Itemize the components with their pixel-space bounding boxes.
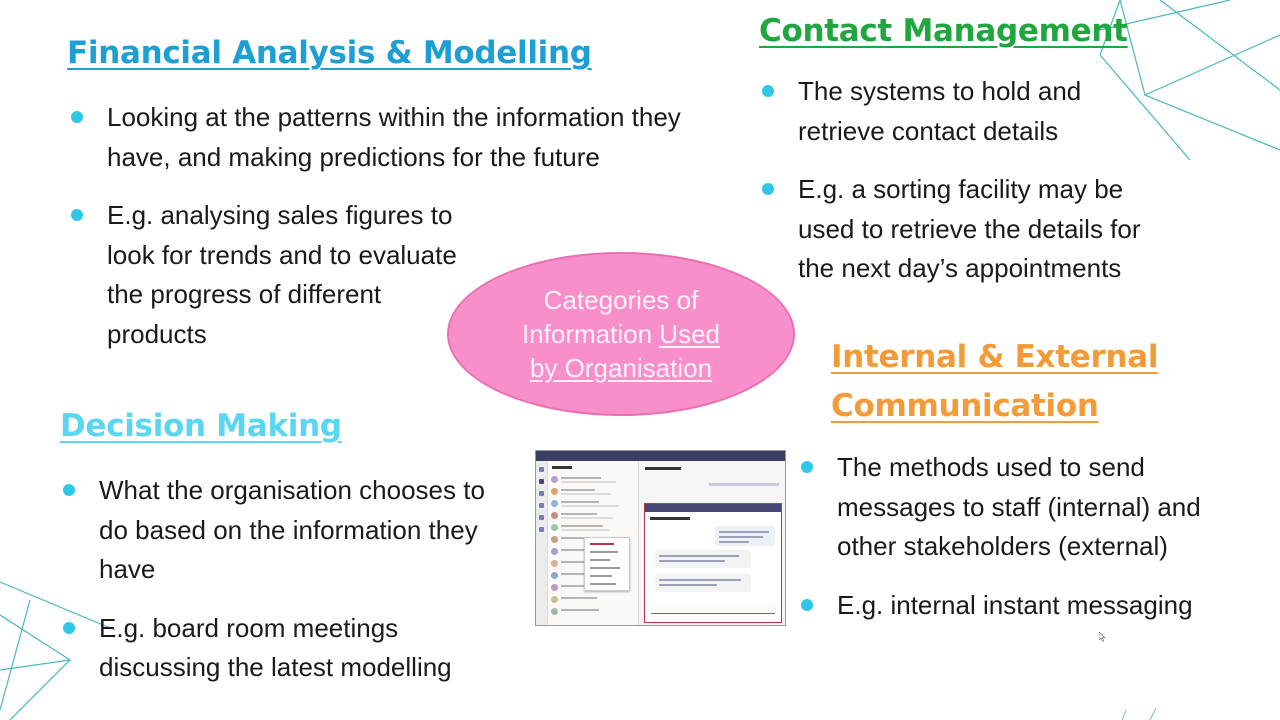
list-item: The systems to hold and retrieve contact…: [760, 72, 1098, 151]
bullet-dot-icon: [801, 461, 813, 473]
communication-bullet-list: The methods used to send messages to sta…: [799, 448, 1259, 644]
list-item: E.g. internal instant messaging: [799, 586, 1259, 626]
organisation-link[interactable]: by Organisation: [529, 353, 713, 383]
list-item: E.g. analysing sales figures to look for…: [69, 196, 467, 354]
ellipse-line-1: Categories of: [543, 285, 699, 315]
bullet-dot-icon: [63, 621, 75, 634]
bullet-dot-icon: [801, 598, 813, 611]
decorative-lines-bottom-right-icon: [1121, 707, 1157, 720]
financial-heading: Financial Analysis & Modelling: [67, 35, 592, 71]
communication-heading-line-2: Communication: [831, 388, 1099, 424]
mouse-cursor-icon: [1099, 632, 1106, 642]
decision-bullet-list: What the organisation chooses to do base…: [61, 471, 501, 707]
decision-heading: Decision Making: [60, 408, 342, 444]
bullet-dot-icon: [71, 111, 83, 123]
list-item: Looking at the patterns within the infor…: [69, 98, 729, 177]
list-item: What the organisation chooses to do base…: [61, 471, 499, 590]
contact-heading: Contact Management: [759, 13, 1128, 49]
contact-bullet-list: The systems to hold and retrieve contact…: [760, 72, 1180, 308]
bullet-dot-icon: [71, 209, 83, 221]
ellipse-line-2: Information Used: [522, 319, 720, 349]
list-item: E.g. board room meetings discussing the …: [61, 609, 499, 688]
bullet-dot-icon: [762, 85, 774, 97]
list-item: E.g. a sorting facility may be used to r…: [760, 170, 1183, 289]
bullet-dot-icon: [762, 183, 774, 195]
financial-bullet-list: Looking at the patterns within the infor…: [69, 98, 729, 373]
categories-ellipse: Categories of Information Used by Organi…: [447, 252, 795, 416]
chat-app-screenshot-icon: [535, 450, 786, 626]
bullet-dot-icon: [63, 484, 75, 496]
used-link[interactable]: Used: [659, 319, 720, 349]
communication-heading-line-1: Internal & External: [831, 339, 1159, 375]
list-item: The methods used to send messages to sta…: [799, 448, 1257, 567]
